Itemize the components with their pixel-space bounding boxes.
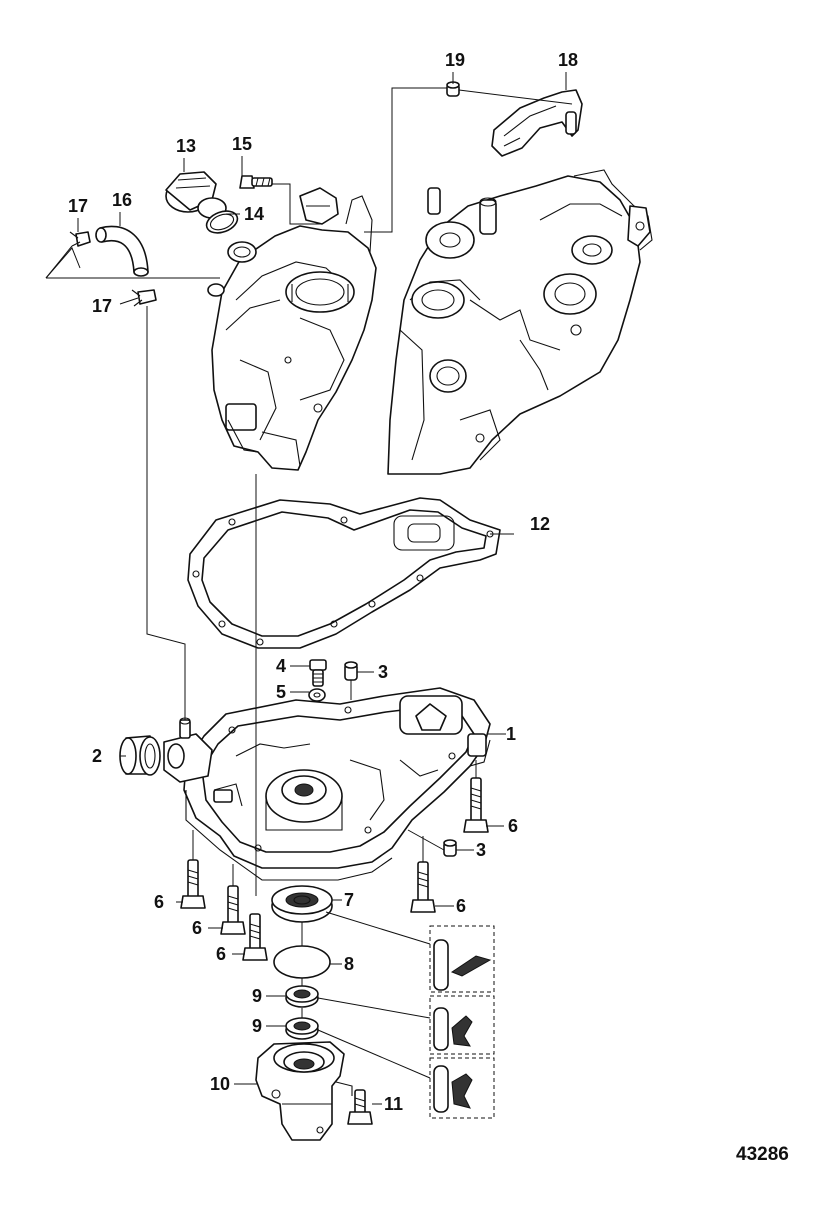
- oring-part-14: [205, 210, 239, 234]
- main-housing-part-1: [163, 687, 491, 881]
- callout-13: 13: [176, 136, 196, 156]
- oring-part-8: [273, 945, 331, 979]
- left-housing-half: [207, 187, 377, 471]
- bolt-part-6-right-upper: [463, 777, 489, 833]
- callout-19: 19: [445, 50, 465, 70]
- callout-2: 2: [92, 746, 102, 766]
- bearing-detail-inset-lower: [429, 1057, 495, 1119]
- callout-14: 14: [244, 204, 264, 224]
- callout-7: 7: [344, 890, 354, 910]
- callout-17-upper: 17: [68, 196, 88, 216]
- callout-9-upper: 9: [252, 986, 262, 1006]
- hose-part-16: [95, 225, 149, 277]
- bolt-part-6-right-lower: [410, 861, 436, 913]
- bolt-part-6-left-1: [180, 859, 206, 909]
- callout-10: 10: [210, 1074, 230, 1094]
- washer-part-5: [308, 688, 326, 702]
- callout-6-left-1: 6: [154, 892, 164, 912]
- callout-8: 8: [344, 954, 354, 974]
- right-housing-half: [387, 169, 653, 475]
- callout-9-lower: 9: [252, 1016, 262, 1036]
- cap-part-13: [165, 171, 227, 219]
- seal-detail-inset-upper: [429, 925, 495, 993]
- callout-11: 11: [384, 1094, 403, 1114]
- leader-lines: [45, 72, 573, 1105]
- callout-3-lower: 3: [476, 840, 486, 860]
- bolt-part-6-left-2: [220, 885, 246, 935]
- screw-part-15: [239, 175, 273, 189]
- fitting-part-4: [309, 659, 327, 687]
- callout-17-lower: 17: [92, 296, 112, 316]
- bearing-part-9-upper: [285, 985, 319, 1008]
- bolt-part-11: [347, 1089, 373, 1125]
- callout-12: 12: [530, 514, 550, 534]
- callout-4: 4: [276, 656, 286, 676]
- callout-18: 18: [558, 50, 578, 70]
- callout-5: 5: [276, 682, 286, 702]
- dowel-part-3-upper: [344, 661, 358, 681]
- bearing-part-9-lower: [285, 1017, 319, 1040]
- callout-3-upper: 3: [378, 662, 388, 682]
- callout-6-right-upper: 6: [508, 816, 518, 836]
- bearing-detail-inset-middle: [429, 995, 495, 1055]
- clip-part-17-upper: [69, 231, 91, 247]
- callout-16: 16: [112, 190, 132, 210]
- callout-1: 1: [506, 724, 516, 744]
- callout-6-right-lower: 6: [456, 896, 466, 916]
- bolt-part-6-left-3: [242, 913, 268, 961]
- clip-part-17-lower: [131, 289, 157, 307]
- callout-6-left-3: 6: [216, 944, 226, 964]
- pump-base-part-10: [255, 1041, 353, 1141]
- pin-part-19: [446, 81, 460, 97]
- ring-part-2: [119, 735, 161, 776]
- lever-part-18: [491, 89, 583, 157]
- figure-number: 43286: [736, 1144, 789, 1165]
- seal-part-7: [271, 885, 333, 923]
- callout-6-left-2: 6: [192, 918, 202, 938]
- gasket-part-12: [187, 497, 501, 649]
- callout-labels: 19 18 13 15 17 16 14 17 12 4 3 5 1 2 6 3…: [68, 50, 789, 1165]
- dowel-part-3-lower: [443, 839, 457, 857]
- callout-15: 15: [232, 134, 252, 154]
